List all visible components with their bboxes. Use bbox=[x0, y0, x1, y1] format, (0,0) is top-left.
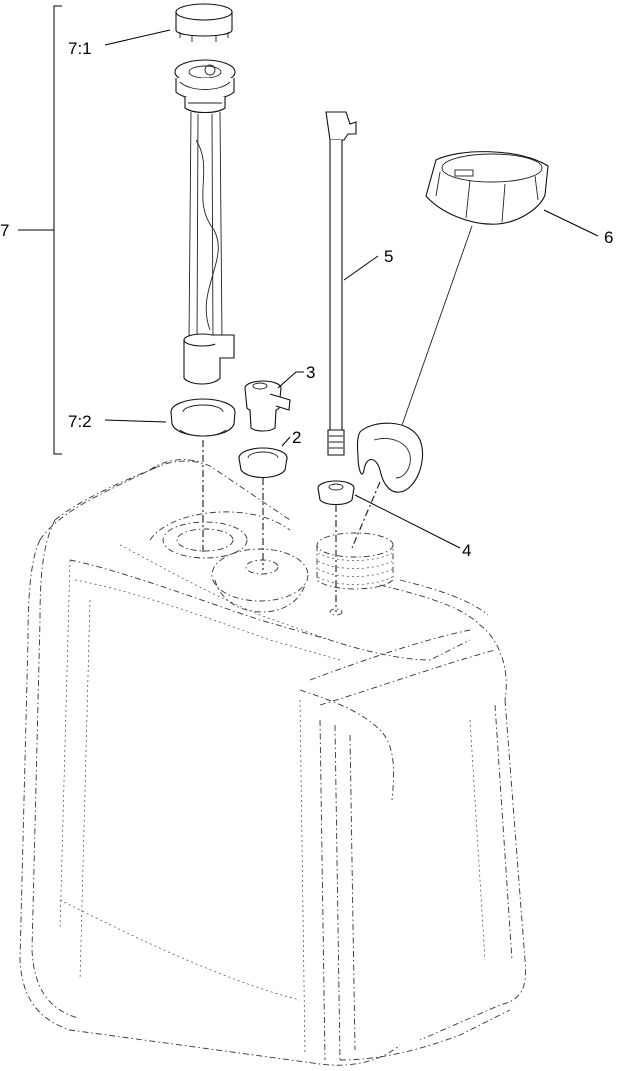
grommet bbox=[317, 480, 355, 506]
callout-2: 2 bbox=[292, 428, 301, 447]
fuel-cap bbox=[425, 151, 549, 225]
callout-labels: 7 7:1 7:2 3 2 5 4 6 bbox=[0, 39, 613, 560]
callout-leaders bbox=[18, 5, 599, 549]
callout-5: 5 bbox=[384, 247, 393, 266]
callout-3: 3 bbox=[306, 363, 315, 382]
sender-cap bbox=[175, 3, 233, 42]
callout-7-2: 7:2 bbox=[68, 412, 92, 431]
elbow-fitting bbox=[244, 380, 291, 432]
callout-4: 4 bbox=[462, 541, 471, 560]
assembly-center-lines bbox=[202, 440, 381, 612]
fuel-level-sender bbox=[170, 3, 236, 437]
bushing bbox=[238, 447, 288, 479]
sender-tubes bbox=[188, 111, 223, 346]
callout-7: 7 bbox=[0, 221, 9, 240]
cap-tether bbox=[356, 225, 473, 493]
sender-grommet bbox=[170, 398, 236, 437]
sender-head bbox=[174, 59, 236, 114]
fuel-tank bbox=[19, 459, 527, 1066]
pickup-tube bbox=[325, 111, 357, 456]
callout-7-1: 7:1 bbox=[68, 39, 92, 58]
callout-6: 6 bbox=[604, 228, 613, 247]
sender-float bbox=[183, 333, 235, 385]
